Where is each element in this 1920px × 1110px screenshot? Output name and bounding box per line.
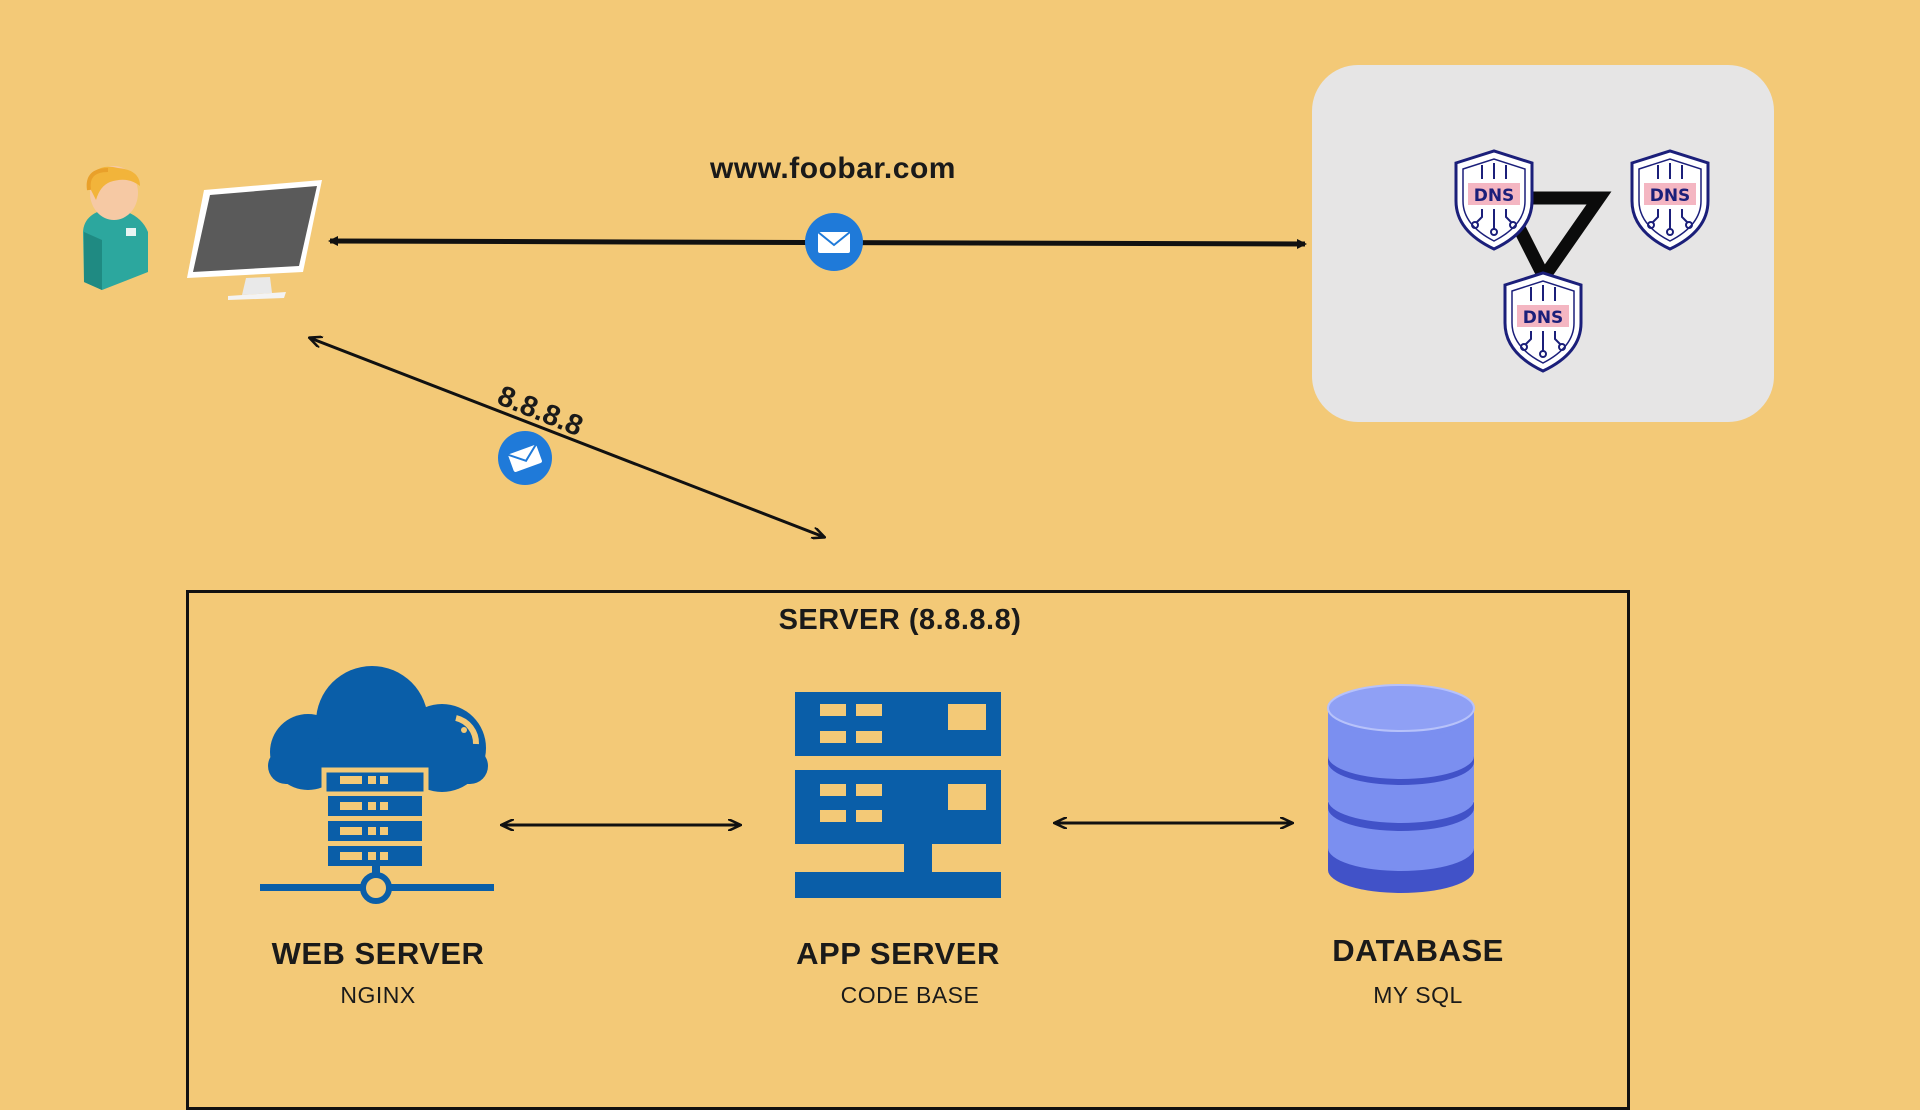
server-title: SERVER (8.8.8.8)	[778, 604, 1022, 636]
server-rack-icon	[795, 692, 1001, 898]
server-box	[186, 590, 1630, 1110]
dns-shield-icon: DNS	[1454, 149, 1534, 251]
dns-node-label: DNS	[1650, 186, 1691, 206]
ip-response-arrow	[310, 338, 824, 537]
database-title: DATABASE	[1332, 933, 1504, 968]
dns-node-label: DNS	[1474, 186, 1515, 206]
app-server-subtitle: CODE BASE	[840, 982, 980, 1008]
database-icon	[1327, 684, 1475, 893]
architecture-diagram	[83, 166, 1475, 904]
database-subtitle: MY SQL	[1373, 982, 1463, 1008]
dns-shield-icon: DNS	[1503, 271, 1583, 373]
dns-cluster: DNS DNS DNS	[1454, 149, 1710, 373]
cloud-server-icon	[260, 666, 494, 904]
dns-node-label: DNS	[1523, 308, 1564, 328]
web-server-subtitle: NGINX	[340, 982, 416, 1008]
monitor-icon	[187, 180, 322, 300]
domain-label: www.foobar.com	[710, 152, 956, 185]
envelope-icon	[805, 213, 863, 271]
envelope-icon	[498, 431, 552, 485]
app-server-title: APP SERVER	[796, 936, 1000, 971]
user-icon	[83, 166, 148, 290]
dns-shield-icon: DNS	[1630, 149, 1710, 251]
web-server-title: WEB SERVER	[271, 936, 485, 971]
